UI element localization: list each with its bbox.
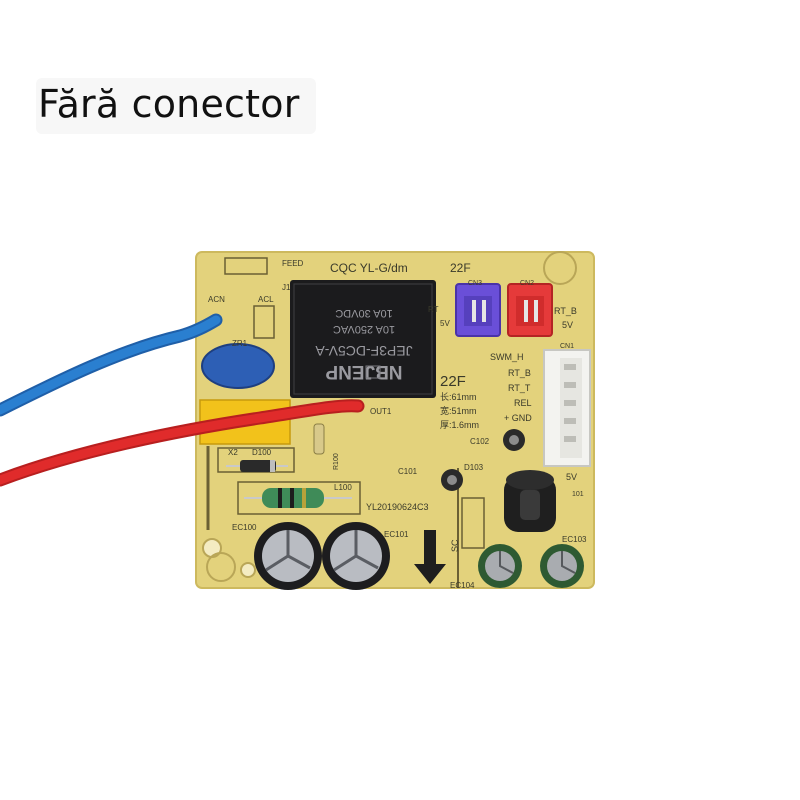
- label-ic101: 101: [572, 491, 584, 498]
- relay-brand: NBJENP: [325, 361, 402, 382]
- relay: NBJENP JEP3F-DC5V-A 10A 250VAC 10A 30VDC: [290, 280, 436, 398]
- label-rt: RT: [428, 305, 439, 314]
- inductor-l100: [244, 488, 352, 508]
- label-rt-b-top: RT_B: [554, 306, 577, 316]
- capacitor-ec103: [540, 544, 584, 588]
- date-code: YL20190624C3: [366, 502, 429, 512]
- label-5v-a: 5V: [440, 319, 450, 328]
- size-thickness: 厚:1.6mm: [440, 420, 479, 430]
- connector-cn2: [507, 283, 553, 337]
- diode-d100: [226, 460, 288, 472]
- varistor: [201, 343, 275, 389]
- label-gnd: + GND: [504, 413, 532, 423]
- label-ec101: EC101: [384, 530, 409, 539]
- label-d103: D103: [464, 463, 484, 472]
- wire-red: [0, 401, 363, 485]
- board-header: CQC YL-G/dm: [330, 261, 408, 275]
- size-width: 宽:51mm: [440, 405, 477, 416]
- label-cn3: CN3: [468, 280, 482, 287]
- wires: [0, 313, 365, 487]
- connector-cn1: [543, 349, 591, 467]
- resistor-r100: [313, 423, 325, 455]
- relay-rating-ac: 10A 250VAC: [333, 323, 395, 335]
- silkscreen-labels: CQC YL-G/dm 22F FEED ACN ACL ZR1 J1 X2 D…: [208, 259, 587, 590]
- relay-rating-dc: 10A 30VDC: [335, 307, 393, 319]
- ferrite-inductor: [504, 470, 556, 532]
- label-c102: C102: [470, 437, 490, 446]
- label-acl: ACL: [258, 295, 274, 304]
- label-zr1: ZR1: [232, 339, 248, 348]
- arrow-down-icon: [414, 530, 446, 584]
- label-rel: REL: [514, 398, 532, 408]
- label-rt-b: RT_B: [508, 368, 531, 378]
- size-length: 长:61mm: [440, 391, 477, 402]
- label-5v-c: 5V: [566, 472, 577, 482]
- capacitor-ec101: [322, 522, 390, 590]
- label-5v-b: 5V: [562, 320, 573, 330]
- label-sc: SC: [450, 539, 460, 552]
- label-cn2: CN2: [520, 280, 534, 287]
- label-ec104: EC104: [450, 581, 475, 590]
- caption-text: Fără conector: [38, 82, 300, 126]
- label-ec103: EC103: [562, 535, 587, 544]
- wire-blue: [0, 315, 221, 415]
- capacitor-c102: [503, 429, 525, 451]
- label-cn1: CN1: [560, 343, 574, 350]
- label-x2: X2: [228, 448, 238, 457]
- label-swm-h: SWM_H: [490, 352, 524, 362]
- label-out1: OUT1: [370, 407, 392, 416]
- relay-model: JEP3F-DC5V-A: [315, 343, 413, 359]
- capacitor-ec104: [478, 544, 522, 588]
- caption-box: Fără conector: [36, 78, 316, 134]
- label-c101: C101: [398, 467, 418, 476]
- label-d100: D100: [252, 448, 272, 457]
- capacitor-c101: [441, 469, 463, 491]
- label-ec100: EC100: [232, 523, 257, 532]
- label-feed: FEED: [282, 259, 304, 268]
- size-model: 22F: [440, 373, 466, 390]
- label-j1: J1: [282, 283, 291, 292]
- board-model: 22F: [450, 261, 471, 275]
- connector-cn3: [455, 283, 501, 337]
- label-acn: ACN: [208, 295, 225, 304]
- label-rt-t: RT_T: [508, 383, 531, 393]
- label-l100: L100: [334, 483, 352, 492]
- capacitor-ec100: [254, 522, 322, 590]
- label-r100: R100: [333, 453, 340, 470]
